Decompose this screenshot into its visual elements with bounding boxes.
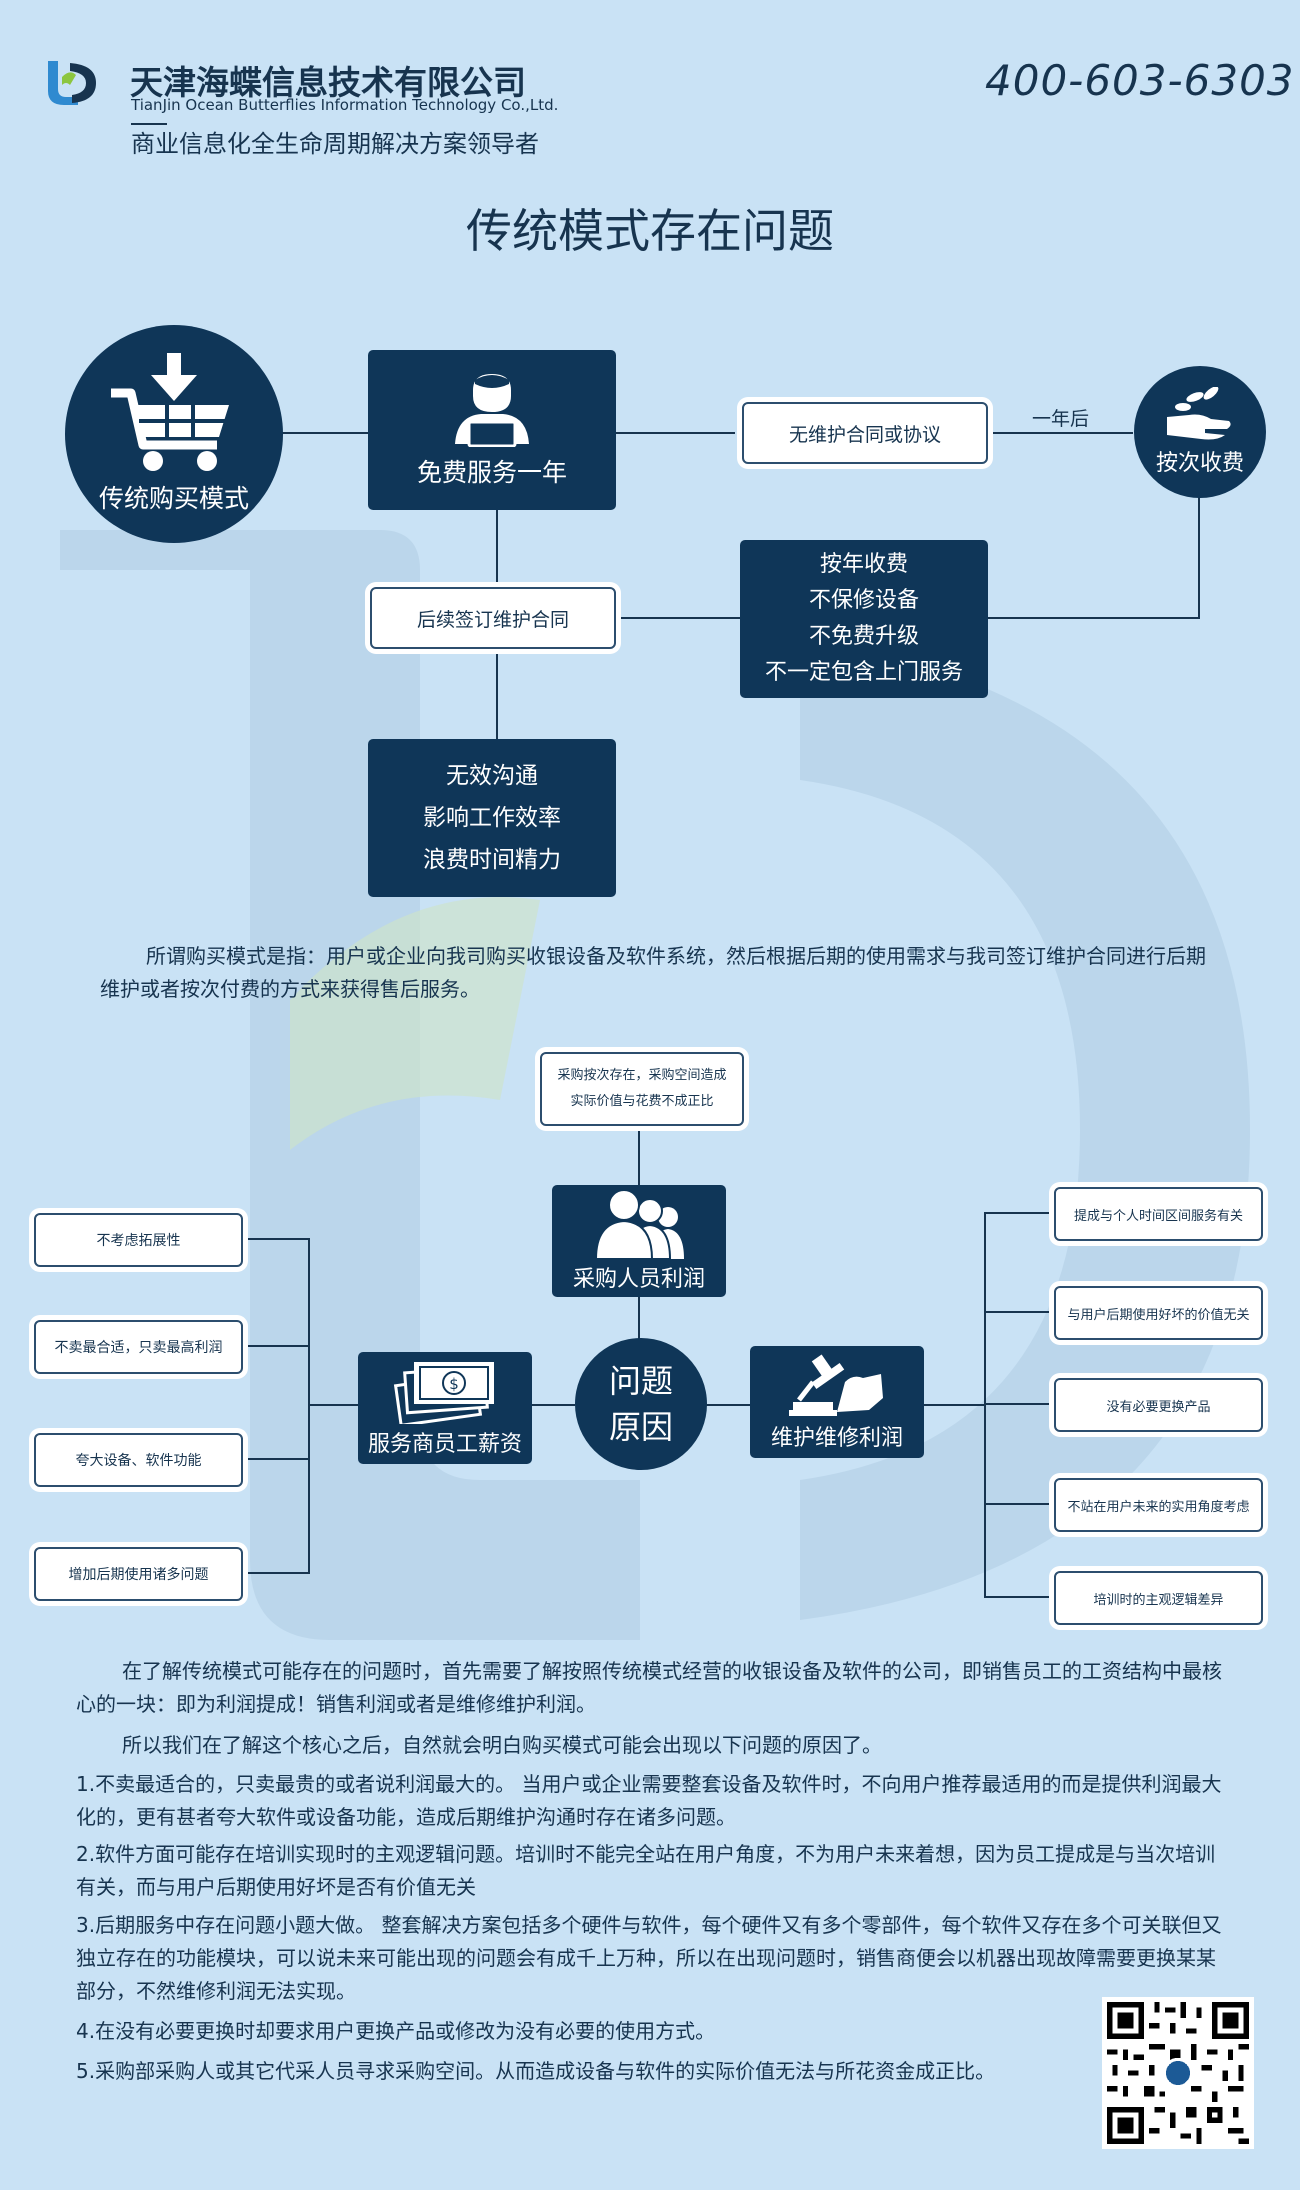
connector <box>615 432 735 434</box>
phone-number[interactable]: 400-603-6303 <box>985 56 1295 105</box>
page-title: 传统模式存在问题 <box>466 204 834 258</box>
gavel-hand-icon <box>789 1354 883 1416</box>
center-line: 问题 <box>608 1362 673 1400</box>
connector <box>280 432 370 434</box>
money-bills-icon: $ <box>393 1362 494 1424</box>
tagline-divider <box>131 123 167 125</box>
after-year-label: 一年后 <box>1032 408 1090 430</box>
body-paragraph: 5.采购部采购人或其它代采人员寻求采购空间。从而造成设备与软件的实际价值无法与所… <box>76 2059 996 2083</box>
connector <box>705 1404 750 1406</box>
maintenance-label: 维护维修利润 <box>770 1426 903 1451</box>
pay-per-use-node: 按次收费 <box>1134 366 1266 498</box>
center-line: 原因 <box>608 1408 673 1446</box>
annual-term: 不保修设备 <box>808 588 919 613</box>
salary-label: 服务商员工薪资 <box>367 1432 522 1457</box>
annual-term: 不一定包含上门服务 <box>764 660 963 685</box>
hand-coins-icon <box>1167 387 1231 440</box>
left-cause-item: 不考虑拓展性 <box>34 1213 243 1267</box>
pay-per-use-label: 按次收费 <box>1155 451 1244 476</box>
connector <box>986 617 1200 619</box>
procurement-label: 采购人员利润 <box>572 1267 705 1292</box>
right-cause-item: 不站在用户未来的实用角度考虑 <box>1054 1478 1263 1532</box>
procurement-node: 采购人员利润 <box>552 1185 726 1297</box>
connector <box>638 1297 640 1342</box>
body-paragraph: 3.后期服务中存在问题小题大做。 整套解决方案包括多个硬件与软件，每个硬件又有多… <box>76 1913 1222 2003</box>
sign-contract-node: 后续签订维护合同 <box>370 587 616 649</box>
left-cause-item: 增加后期使用诸多问题 <box>34 1547 243 1601</box>
tagline: 商业信息化全生命周期解决方案领导者 <box>131 130 539 158</box>
connector <box>1198 480 1200 619</box>
free-service-node: 免费服务一年 <box>368 350 616 510</box>
no-contract-node: 无维护合同或协议 <box>742 402 988 464</box>
annual-terms-node: 按年收费 不保修设备 不免费升级 不一定包含上门服务 <box>740 540 988 698</box>
body-paragraph: 在了解传统模式可能存在的问题时，首先需要了解按照传统模式经营的收银设备及软件的公… <box>76 1659 1222 1716</box>
body-paragraph: 所以我们在了解这个核心之后，自然就会明白购买模式可能会出现以下问题的原因了。 <box>122 1733 882 1757</box>
connector <box>984 1212 1054 1214</box>
traditional-buy-mode-node: 传统购买模式 <box>65 325 283 543</box>
connector <box>984 1503 1054 1505</box>
connector <box>243 1572 310 1574</box>
connector <box>984 1403 1054 1405</box>
right-cause-item: 提成与个人时间区间服务有关 <box>1054 1187 1263 1241</box>
procurement-note: 采购按次存在，采购空间造成 实际价值与花费不成正比 <box>540 1052 744 1126</box>
qr-code-icon[interactable] <box>1102 1997 1254 2149</box>
salary-node: $ 服务商员工薪资 <box>358 1352 532 1464</box>
buy-mode-label: 传统购买模式 <box>98 484 249 513</box>
connector <box>530 1404 575 1406</box>
logo-icon <box>48 61 96 105</box>
connector <box>615 617 740 619</box>
consequence: 无效沟通 <box>446 763 538 789</box>
procurement-note-line: 实际价值与花费不成正比 <box>570 1094 714 1109</box>
left-cause-item: 不卖最合适，只卖最高利润 <box>34 1320 243 1374</box>
connector <box>638 1130 640 1185</box>
svg-text:$: $ <box>449 1375 459 1393</box>
company-name: 天津海蝶信息技术有限公司 <box>130 63 526 102</box>
body-paragraph: 4.在没有必要更换时却要求用户更换产品或修改为没有必要的使用方式。 <box>76 2019 716 2043</box>
problem-cause-center: 问题 原因 <box>575 1338 707 1470</box>
left-cause-item: 夸大设备、软件功能 <box>34 1433 243 1487</box>
body-paragraph: 1.不卖最适合的，只卖最贵的或者说利润最大的。 当用户或企业需要整套设备及软件时… <box>76 1772 1222 1829</box>
company-name-en: TianJin Ocean Butterflies Information Te… <box>131 96 559 114</box>
connector <box>243 1345 310 1347</box>
people-group-icon <box>594 1189 684 1259</box>
free-service-label: 免费服务一年 <box>416 457 567 487</box>
shopping-cart-icon <box>111 353 229 471</box>
connector <box>924 1404 986 1406</box>
consequence: 影响工作效率 <box>423 805 561 831</box>
right-cause-item: 培训时的主观逻辑差异 <box>1054 1571 1263 1625</box>
body-paragraph: 2.软件方面可能存在培训实现时的主观逻辑问题。培训时不能完全站在用户角度，不为用… <box>76 1842 1216 1899</box>
right-cause-item: 与用户后期使用好坏的价值无关 <box>1054 1286 1263 1340</box>
annual-term: 不免费升级 <box>808 624 919 649</box>
procurement-note-line: 采购按次存在，采购空间造成 <box>557 1068 727 1083</box>
connector <box>984 1596 1054 1598</box>
definition-text: 所谓购买模式是指：用户或企业向我司购买收银设备及软件系统，然后根据后期的使用需求… <box>100 944 1206 1001</box>
annual-term: 按年收费 <box>819 552 908 577</box>
connector <box>993 432 1133 434</box>
connector <box>308 1404 358 1406</box>
connector <box>243 1238 310 1240</box>
user-laptop-icon <box>455 373 529 447</box>
connector <box>243 1458 310 1460</box>
consequences-node: 无效沟通 影响工作效率 浪费时间精力 <box>368 739 616 897</box>
connector <box>984 1311 1054 1313</box>
maintenance-node: 维护维修利润 <box>750 1346 924 1458</box>
right-cause-item: 没有必要更换产品 <box>1054 1378 1263 1432</box>
consequence: 浪费时间精力 <box>423 847 561 873</box>
